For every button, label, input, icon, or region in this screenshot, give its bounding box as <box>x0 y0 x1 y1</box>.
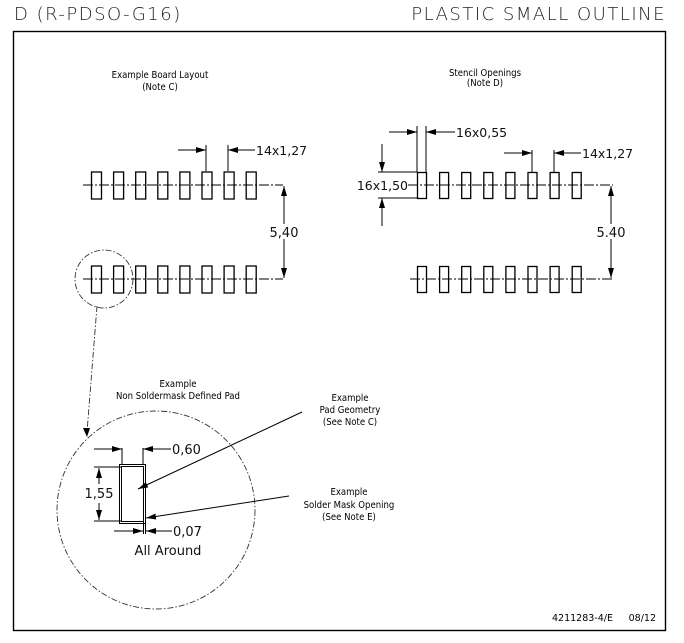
stencil-pads <box>408 171 613 294</box>
pad-geometry-callout-line1: Example <box>331 393 368 404</box>
stencil-pad <box>527 265 538 294</box>
stencil-row-spacing-label: 5.40 <box>597 226 626 241</box>
board-layout-note: (Note C) <box>142 82 178 93</box>
stencil-title: Stencil Openings <box>449 68 522 79</box>
board-layout-pads <box>83 171 283 294</box>
stencil-pad <box>549 171 560 200</box>
stencil-pad <box>527 171 538 200</box>
drawing-frame <box>12 30 667 632</box>
stencil-pad <box>438 171 450 200</box>
pad-geometry-callout-line3: (See Note C) <box>323 417 377 428</box>
board-pad <box>135 171 147 200</box>
drawing-number: 4211283-4/E <box>552 613 613 624</box>
board-pad <box>201 265 213 294</box>
board-layout-title: Example Board Layout <box>112 70 209 81</box>
stencil-note: (Note D) <box>467 78 503 89</box>
stencil-length-label: 16x1,50 <box>357 178 408 193</box>
board-pad <box>201 171 213 200</box>
stencil-pad <box>461 171 472 200</box>
board-pitch-label: 14x1,27 <box>256 143 307 158</box>
stencil-pad <box>438 265 450 294</box>
detail-leader-arrowhead <box>83 428 90 437</box>
stencil-pad <box>483 171 494 200</box>
detail-circle <box>56 410 256 610</box>
pad-geometry-outline <box>121 466 144 522</box>
board-pad <box>223 171 235 200</box>
stencil-pad <box>461 265 472 294</box>
stencil-pad <box>571 171 582 200</box>
board-pad <box>245 265 257 294</box>
board-pad <box>223 265 235 294</box>
stencil-pad <box>549 265 560 294</box>
clearance-note: All Around <box>135 544 202 559</box>
stencil-pad <box>416 171 428 200</box>
detail-title-line2: Non Soldermask Defined Pad <box>116 391 240 402</box>
board-pad <box>157 171 169 200</box>
pad-geometry-leader <box>137 411 303 490</box>
stencil-pad <box>505 171 516 200</box>
pad-width-label: 0,60 <box>172 443 201 458</box>
board-pad <box>90 265 103 294</box>
pad-length-label: 1,55 <box>85 487 114 502</box>
pad-geometry-callout-line2: Pad Geometry <box>320 405 381 416</box>
board-pad <box>112 171 125 200</box>
board-pad <box>245 171 257 200</box>
board-pad <box>112 265 125 294</box>
board-pad <box>90 171 103 200</box>
solder-mask-callout-line1: Example <box>330 487 367 498</box>
stencil-width-label: 16x0,55 <box>456 125 507 140</box>
package-type-title: PLASTIC SMALL OUTLINE <box>411 4 666 25</box>
stencil-pad <box>571 265 582 294</box>
stencil-pitch-label: 14x1,27 <box>582 146 633 161</box>
stencil-pad <box>483 265 494 294</box>
drawing-date: 08/12 <box>629 613 656 624</box>
detail-leader-line <box>86 305 98 433</box>
board-row-spacing-label: 5,40 <box>270 226 299 241</box>
board-pad <box>179 171 191 200</box>
package-code-title: D (R-PDSO-G16) <box>14 4 182 25</box>
stencil-pad <box>416 265 428 294</box>
stencil-pad <box>505 265 516 294</box>
detail-title-line1: Example <box>159 379 196 390</box>
solder-mask-leader <box>145 495 290 520</box>
clearance-label: 0,07 <box>173 525 202 540</box>
board-pad <box>135 265 147 294</box>
board-row-label-bg <box>268 224 302 239</box>
board-pad <box>179 265 191 294</box>
solder-mask-opening-outline <box>119 464 146 524</box>
board-pad <box>157 265 169 294</box>
detail-callout-circle <box>74 249 134 309</box>
solder-mask-callout-line2: Solder Mask Opening <box>304 500 395 511</box>
stencil-row-label-bg <box>595 224 629 239</box>
solder-mask-callout-line3: (See Note E) <box>322 512 376 523</box>
